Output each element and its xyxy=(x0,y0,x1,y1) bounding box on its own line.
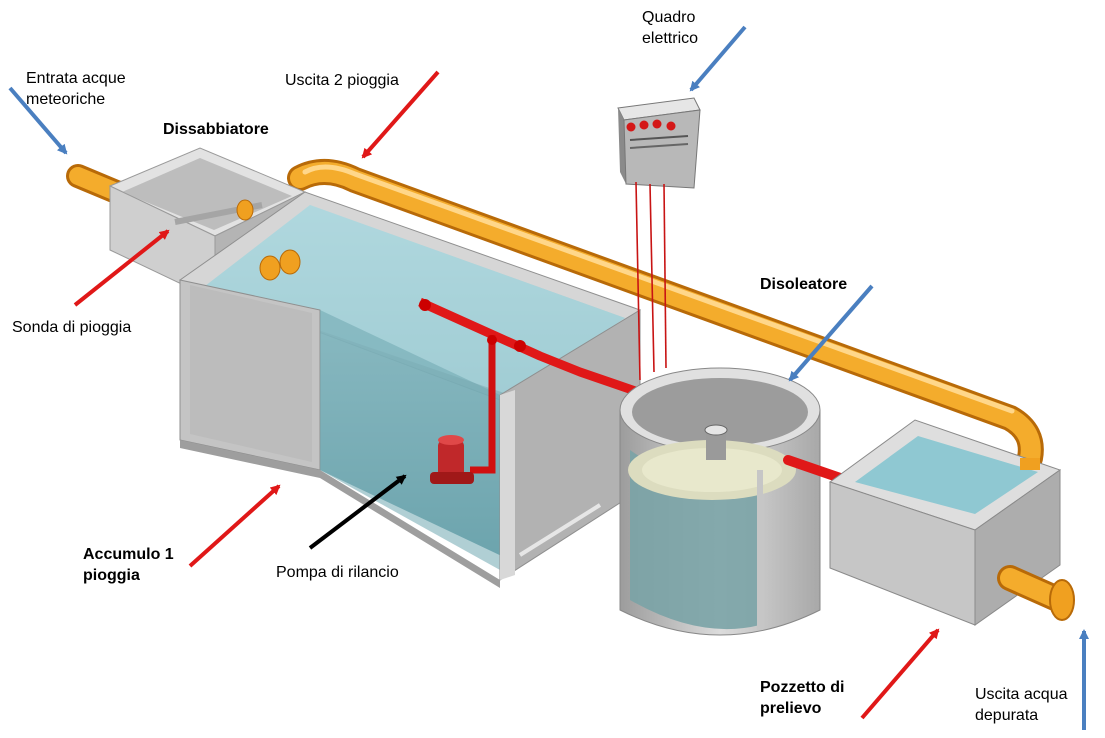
arrow-lift-pump xyxy=(308,474,407,550)
arrow-oil-separator xyxy=(788,284,874,382)
label-clean-outlet: Uscita acqua depurata xyxy=(975,686,1068,724)
label-rain-probe: Sonda di pioggia xyxy=(12,319,132,336)
arrow-rain-outlet-2 xyxy=(361,70,440,159)
control-cables xyxy=(635,181,667,381)
control-panel xyxy=(617,97,701,189)
label-rain-inlet: Entrata acque meteoriche xyxy=(26,70,126,108)
lift-pump xyxy=(430,435,474,484)
label-lift-pump: Pompa di rilancio xyxy=(276,564,399,581)
label-oil-separator: Disoleatore xyxy=(760,276,848,293)
arrow-control-panel xyxy=(689,25,747,92)
sampling-well xyxy=(828,419,1062,626)
arrow-storage-tank xyxy=(188,484,281,568)
label-control-panel: Quadro elettrico xyxy=(642,9,699,47)
overflow-pipe xyxy=(287,159,1044,471)
label-desander: Dissabbiatore xyxy=(163,121,269,138)
arrow-rain-probe xyxy=(73,229,170,307)
arrow-rain-inlet xyxy=(8,86,68,155)
label-sampling-well: Pozzetto di prelievo xyxy=(760,679,845,717)
arrow-sampling-well xyxy=(860,628,940,720)
oil-separator xyxy=(619,367,821,636)
label-storage-tank: Accumulo 1 pioggia xyxy=(83,546,174,584)
outlet-pipe xyxy=(997,458,1075,621)
label-rain-outlet-2: Uscita 2 pioggia xyxy=(285,72,399,89)
